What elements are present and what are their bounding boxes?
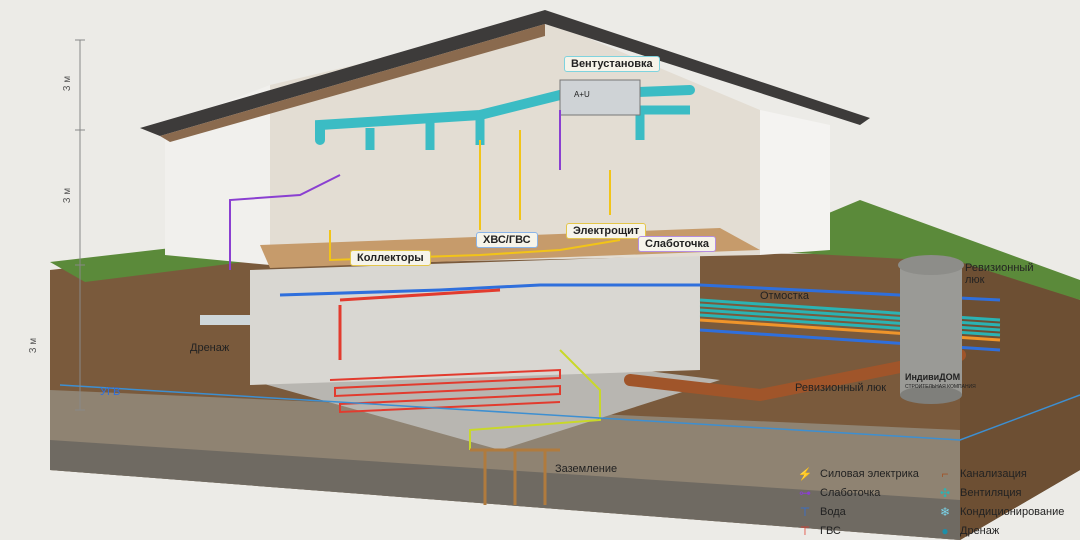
manhole-bottom — [900, 386, 962, 404]
manhole-shaft — [900, 265, 962, 395]
water-line — [279, 283, 1001, 302]
legend-label: Кондиционирование — [960, 506, 1065, 518]
label-inspection-hatch: Ревизионный люк — [965, 262, 1034, 286]
label-drainage: Дренаж — [190, 342, 230, 354]
power-line — [329, 130, 621, 262]
label-blind-area: Отмостка — [760, 290, 809, 302]
legend-label: Слаботочка — [820, 487, 881, 499]
dimension-label-bottom: 3 м — [28, 337, 40, 354]
vent-unit-box — [559, 79, 641, 116]
low-current-line — [229, 110, 561, 270]
grounding-rods — [470, 448, 560, 505]
legend-item-power: ⚡ Силовая электрика — [790, 466, 919, 482]
dimension-label-middle: 3 м — [62, 187, 74, 204]
legend-label: Дренаж — [960, 525, 1000, 537]
utility-bundle — [699, 298, 1001, 337]
legend-item-sewer: ⌐ Канализация — [930, 466, 1027, 482]
label-collectors: Коллекторы — [350, 250, 431, 266]
label-inspection-hatch-pipe: Ревизионный люк — [795, 382, 887, 394]
legend-item-low-current: ⊶ Слаботочка — [790, 485, 880, 501]
network-icon: ⊶ — [799, 486, 811, 500]
label-low-current: Слаботочка — [638, 236, 716, 252]
sewer-pipe-icon: ⌐ — [941, 467, 949, 481]
gravel-layer — [50, 440, 1080, 540]
sewer-pipe — [624, 349, 966, 402]
groundwater-line — [59, 384, 1080, 441]
dimension-line — [75, 39, 85, 411]
house-interior — [270, 20, 760, 265]
water-tap-icon: ⊤ — [799, 505, 811, 519]
house-right-wall — [760, 110, 830, 255]
lightning-icon: ⚡ — [797, 467, 813, 481]
legend-label: Вентиляция — [960, 487, 1022, 499]
brand-logo: ИндивиДОМ — [905, 372, 961, 382]
label-electrical-panel: Электрощит — [566, 223, 647, 239]
vent-unit-text: A+U — [574, 90, 590, 99]
legend-label: Канализация — [960, 468, 1027, 480]
dimension-label-top: 3 м — [62, 75, 74, 92]
legend-label: Вода — [820, 506, 846, 518]
drop-icon: ● — [941, 524, 949, 538]
roof-soffit — [160, 24, 545, 142]
legend-item-water: ⊤ Вода — [790, 504, 846, 520]
snowflake-icon: ❄ — [939, 505, 951, 519]
legend-item-ac: ❄ Кондиционирование — [930, 504, 1064, 520]
legend-item-drainage: ● Дренаж — [930, 523, 999, 539]
legend-item-hot-water: ⊤ ГВС — [790, 523, 841, 539]
manhole-top — [898, 255, 964, 275]
hot-water-tap-icon: ⊤ — [799, 524, 811, 538]
legend-item-ventilation: ✣ Вентиляция — [930, 485, 1022, 501]
label-ventilation-unit: Вентустановка — [564, 56, 660, 72]
legend-label: ГВС — [820, 525, 841, 537]
label-grounding: Заземление — [555, 463, 618, 475]
label-hot-water: ХВС/ГВС — [476, 232, 538, 248]
label-groundwater: УГВ — [100, 386, 121, 398]
brand-subtitle: СТРОИТЕЛЬНАЯ КОМПАНИЯ — [905, 384, 976, 390]
fan-icon: ✣ — [939, 486, 951, 500]
legend-label: Силовая электрика — [820, 468, 919, 480]
hot-water-line — [338, 288, 501, 360]
roof — [140, 10, 870, 136]
ground-right-face — [960, 262, 1080, 540]
basement-wall — [250, 255, 700, 385]
power-line-ground — [469, 349, 601, 450]
underfloor-heating — [329, 368, 561, 414]
